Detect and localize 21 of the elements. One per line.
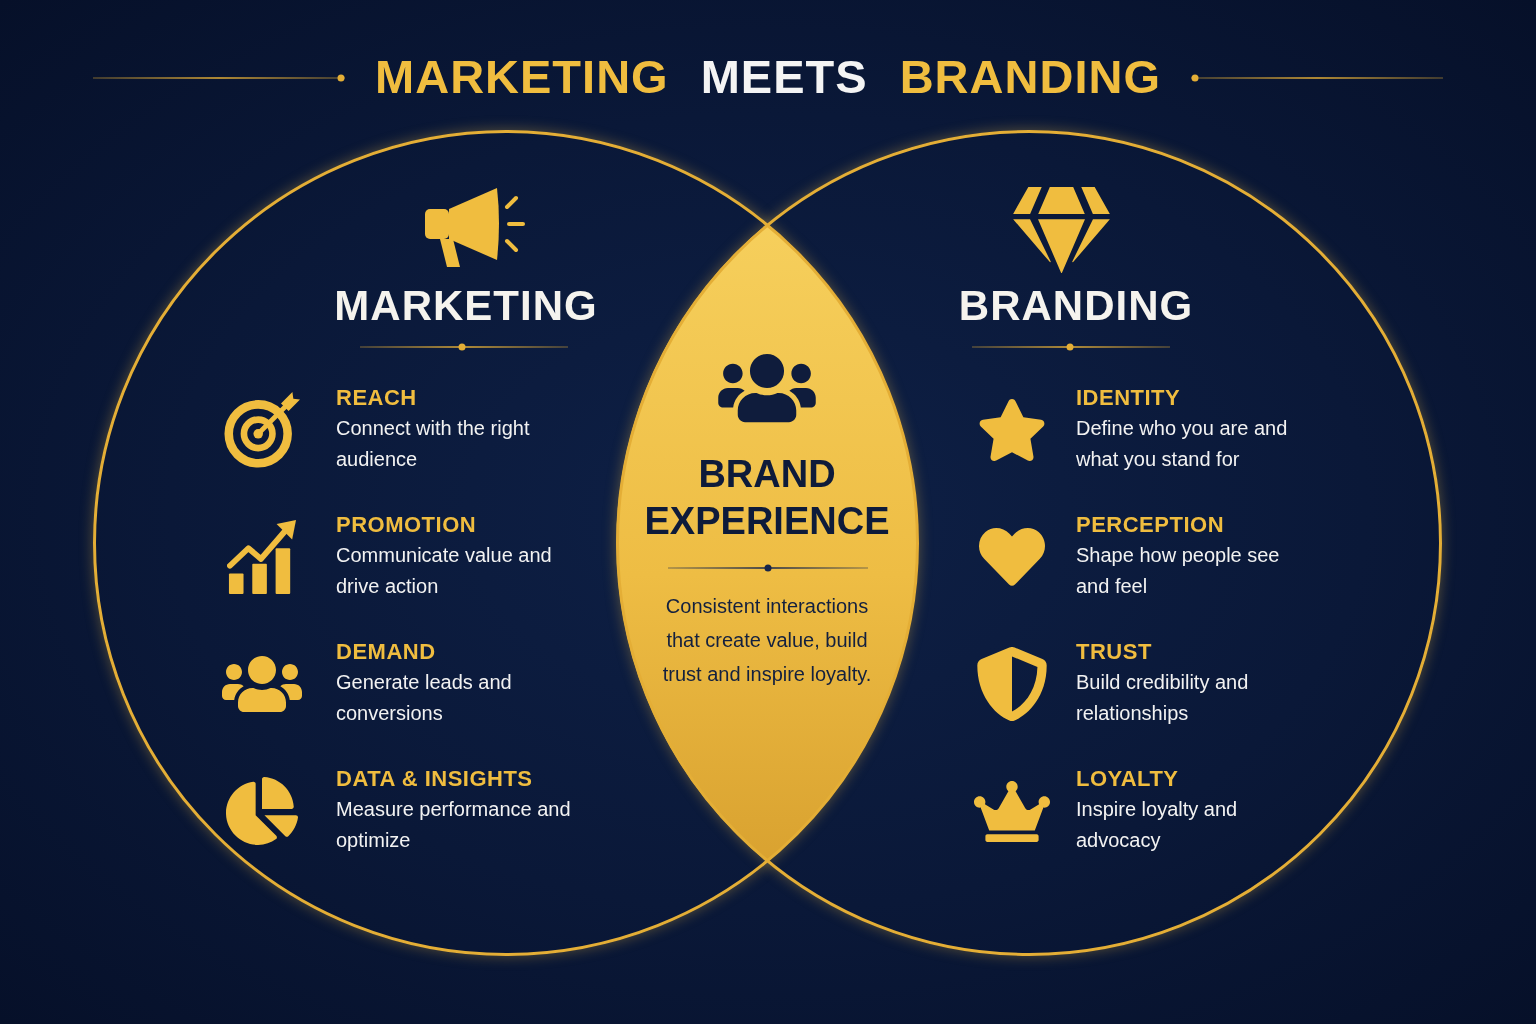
item-heading: PROMOTION (336, 512, 478, 538)
title: MARKETING MEETS BRANDING (375, 53, 1161, 100)
item-heading: PERCEPTION (1076, 512, 1226, 538)
item-description: Define who you are and what you stand for (1076, 416, 1289, 472)
item-description: Build credibility and relationships (1076, 670, 1250, 726)
item-description: Shape how people see and feel (1076, 543, 1281, 599)
item-description: Communicate value and drive action (336, 543, 553, 599)
lens-description: Consistent interactions that create value, build trust and inspire loyalty. (661, 594, 873, 687)
item-heading: LOYALTY (1076, 766, 1180, 792)
item-heading: TRUST (1076, 639, 1153, 665)
item-description: Measure performance and optimize (336, 797, 572, 853)
item-heading: REACH (336, 385, 418, 411)
item-description: Generate leads and conversions (336, 670, 513, 726)
item-heading: DATA & INSIGHTS (336, 766, 534, 792)
circle-title: BRANDING (958, 285, 1194, 327)
item-description: Inspire loyalty and advocacy (1076, 797, 1239, 853)
item-description: Connect with the right audience (336, 416, 531, 472)
item-heading: IDENTITY (1076, 385, 1182, 411)
item-heading: DEMAND (336, 639, 437, 665)
circle-title: MARKETING (334, 285, 598, 327)
lens-title: BRAND EXPERIENCE (643, 452, 891, 544)
